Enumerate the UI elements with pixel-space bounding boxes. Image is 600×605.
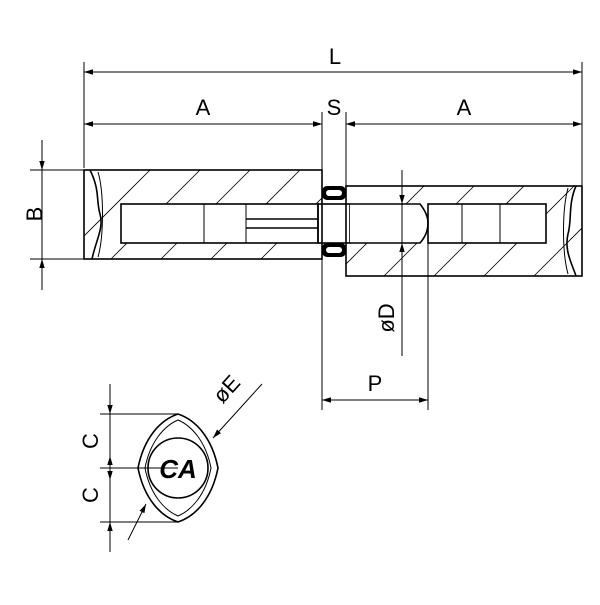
seal-ring bbox=[317, 186, 351, 257]
dimension-A-S-A: A S A bbox=[84, 95, 582, 186]
label-C-lower: C bbox=[78, 487, 103, 503]
label-B: B bbox=[22, 207, 47, 222]
label-L: L bbox=[329, 44, 341, 69]
label-P: P bbox=[368, 371, 383, 396]
label-A-right: A bbox=[457, 95, 472, 120]
logo-CA: CA bbox=[159, 454, 197, 484]
label-S: S bbox=[327, 95, 342, 120]
right-hinge-leaf bbox=[345, 185, 583, 277]
dimension-C: C C bbox=[78, 384, 178, 552]
label-E: øE bbox=[208, 370, 245, 408]
dimension-D: øD bbox=[374, 170, 405, 356]
left-hinge-leaf bbox=[83, 169, 323, 260]
dimension-P: P bbox=[321, 243, 429, 410]
label-A-left: A bbox=[196, 95, 211, 120]
dimension-L: L bbox=[83, 44, 583, 186]
dimension-B: B bbox=[22, 140, 84, 290]
label-D: øD bbox=[374, 303, 399, 332]
label-C-upper: C bbox=[78, 433, 103, 449]
